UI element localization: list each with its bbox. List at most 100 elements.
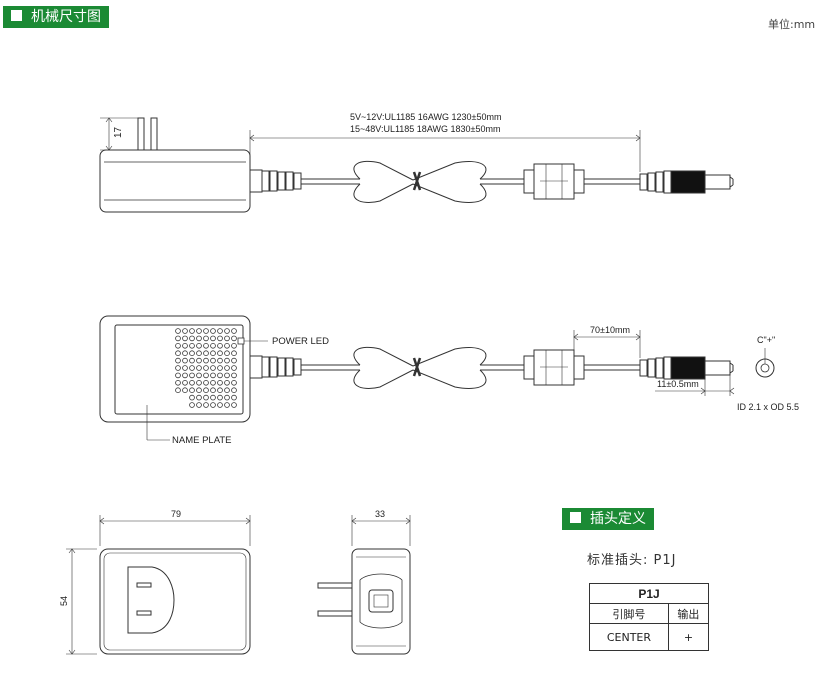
vent-hole (196, 350, 202, 357)
vent-hole (175, 387, 181, 394)
vent-hole (182, 379, 188, 386)
side-view-dimensions (573, 330, 735, 396)
vent-hole (189, 335, 195, 342)
vent-hole (189, 402, 195, 408)
vent-hole (203, 379, 209, 386)
vent-hole (231, 365, 237, 371)
vent-hole (203, 328, 209, 334)
vent-hole (224, 372, 230, 379)
vent-hole (182, 387, 188, 394)
vent-hole (189, 357, 195, 364)
vent-hole (203, 372, 209, 379)
vent-hole (231, 394, 237, 401)
vent-hole (210, 402, 216, 408)
vent-hole (203, 342, 209, 349)
power-led-label: POWER LED (272, 336, 329, 347)
vent-hole (217, 342, 223, 349)
vent-hole (182, 372, 188, 379)
vent-hole (224, 342, 230, 349)
vent-hole (210, 350, 216, 357)
front-width-label: 79 (171, 509, 181, 519)
vent-hole (217, 372, 223, 379)
section-header-plug-definition: 插头定义 (562, 508, 654, 530)
front-height-label: 54 (59, 596, 69, 606)
plug-section-title: 插头定义 (590, 511, 646, 527)
vent-hole (224, 357, 230, 364)
pin-header-number: 引脚号 (589, 603, 669, 624)
vent-hole (175, 335, 181, 342)
pin-number-cell: CENTER (589, 623, 669, 651)
vent-hole (196, 357, 202, 364)
vent-hole (231, 402, 237, 408)
vent-hole (196, 365, 202, 371)
vent-hole (224, 365, 230, 371)
square-icon (11, 10, 22, 21)
vent-hole (175, 379, 181, 386)
front-view (66, 515, 251, 655)
vent-hole (175, 350, 181, 357)
square-icon (570, 512, 581, 523)
vent-hole (182, 342, 188, 349)
section-title: 机械尺寸图 (31, 9, 101, 25)
vent-hole (175, 328, 181, 334)
plug-length-label: 11±0.5mm (657, 379, 699, 389)
vent-hole (231, 350, 237, 357)
end-view (317, 515, 411, 655)
name-plate-label: NAME PLATE (172, 435, 231, 446)
vent-hole (189, 394, 195, 401)
vent-hole (203, 365, 209, 371)
vent-hole (196, 335, 202, 342)
plug-size-label: ID 2.1 x OD 5.5 (737, 402, 799, 412)
side-view-cable (301, 346, 734, 389)
vent-hole (189, 387, 195, 394)
pin-header-output: 输出 (667, 603, 710, 624)
section-header-dimensions: 机械尺寸图 (3, 6, 109, 28)
vent-hole (231, 387, 237, 394)
vent-hole (217, 387, 223, 394)
vent-hole (189, 372, 195, 379)
vent-hole-grid (175, 328, 237, 408)
vent-hole (217, 394, 223, 401)
polarity-symbol (755, 348, 775, 378)
vent-hole (182, 365, 188, 371)
vent-hole (203, 350, 209, 357)
vent-hole (224, 350, 230, 357)
table-row: CENTER + (589, 623, 710, 651)
vent-hole (196, 387, 202, 394)
vent-hole (231, 328, 237, 334)
vent-hole (217, 379, 223, 386)
vent-hole (182, 328, 188, 334)
pin-table-title: P1J (589, 583, 709, 604)
vent-hole (175, 372, 181, 379)
vent-hole (210, 357, 216, 364)
vent-hole (217, 328, 223, 334)
vent-hole (210, 335, 216, 342)
vent-hole (224, 328, 230, 334)
top-view-cable (301, 160, 734, 203)
vent-hole (196, 372, 202, 379)
side-view-adapter (99, 315, 302, 441)
end-depth-label: 33 (375, 509, 385, 519)
vent-hole (196, 379, 202, 386)
vent-hole (189, 328, 195, 334)
cable-spec-line-2: 15~48V:UL1185 18AWG 1830±50mm (350, 124, 500, 134)
vent-hole (224, 335, 230, 342)
vent-hole (210, 328, 216, 334)
vent-hole (217, 365, 223, 371)
boot-length-label: 70±10mm (590, 325, 630, 335)
vent-hole (210, 365, 216, 371)
vent-hole (210, 394, 216, 401)
vent-hole (175, 365, 181, 371)
top-view-adapter (99, 117, 302, 213)
vent-hole (224, 402, 230, 408)
vent-hole (175, 357, 181, 364)
cable-length-dimension (249, 130, 641, 172)
vent-hole (189, 342, 195, 349)
vent-hole (224, 387, 230, 394)
vent-hole (203, 387, 209, 394)
vent-hole (189, 350, 195, 357)
vent-hole (210, 342, 216, 349)
vent-hole (182, 357, 188, 364)
vent-hole (210, 387, 216, 394)
